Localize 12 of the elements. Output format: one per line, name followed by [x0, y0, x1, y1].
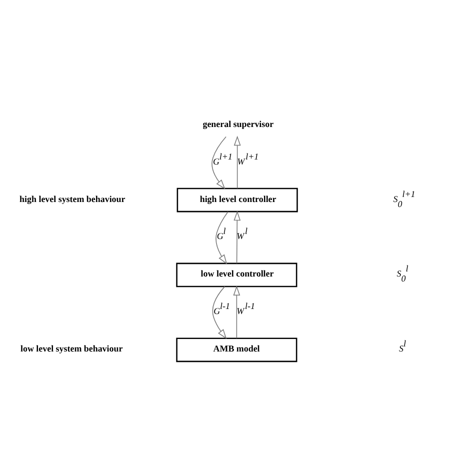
- label: high level system behaviour: [20, 193, 126, 204]
- arrow: [212, 136, 226, 189]
- arrow: [212, 286, 227, 339]
- arrow: [234, 135, 241, 188]
- arrow: [216, 210, 228, 264]
- node-box: AMB model: [176, 337, 298, 362]
- arrow: [233, 285, 240, 338]
- node-text: general supervisor: [202, 118, 274, 128]
- node-box: high level controller: [176, 187, 298, 212]
- arrow: [234, 210, 241, 264]
- label: low level system behaviour: [20, 343, 123, 354]
- node-box: low level controller: [176, 262, 298, 287]
